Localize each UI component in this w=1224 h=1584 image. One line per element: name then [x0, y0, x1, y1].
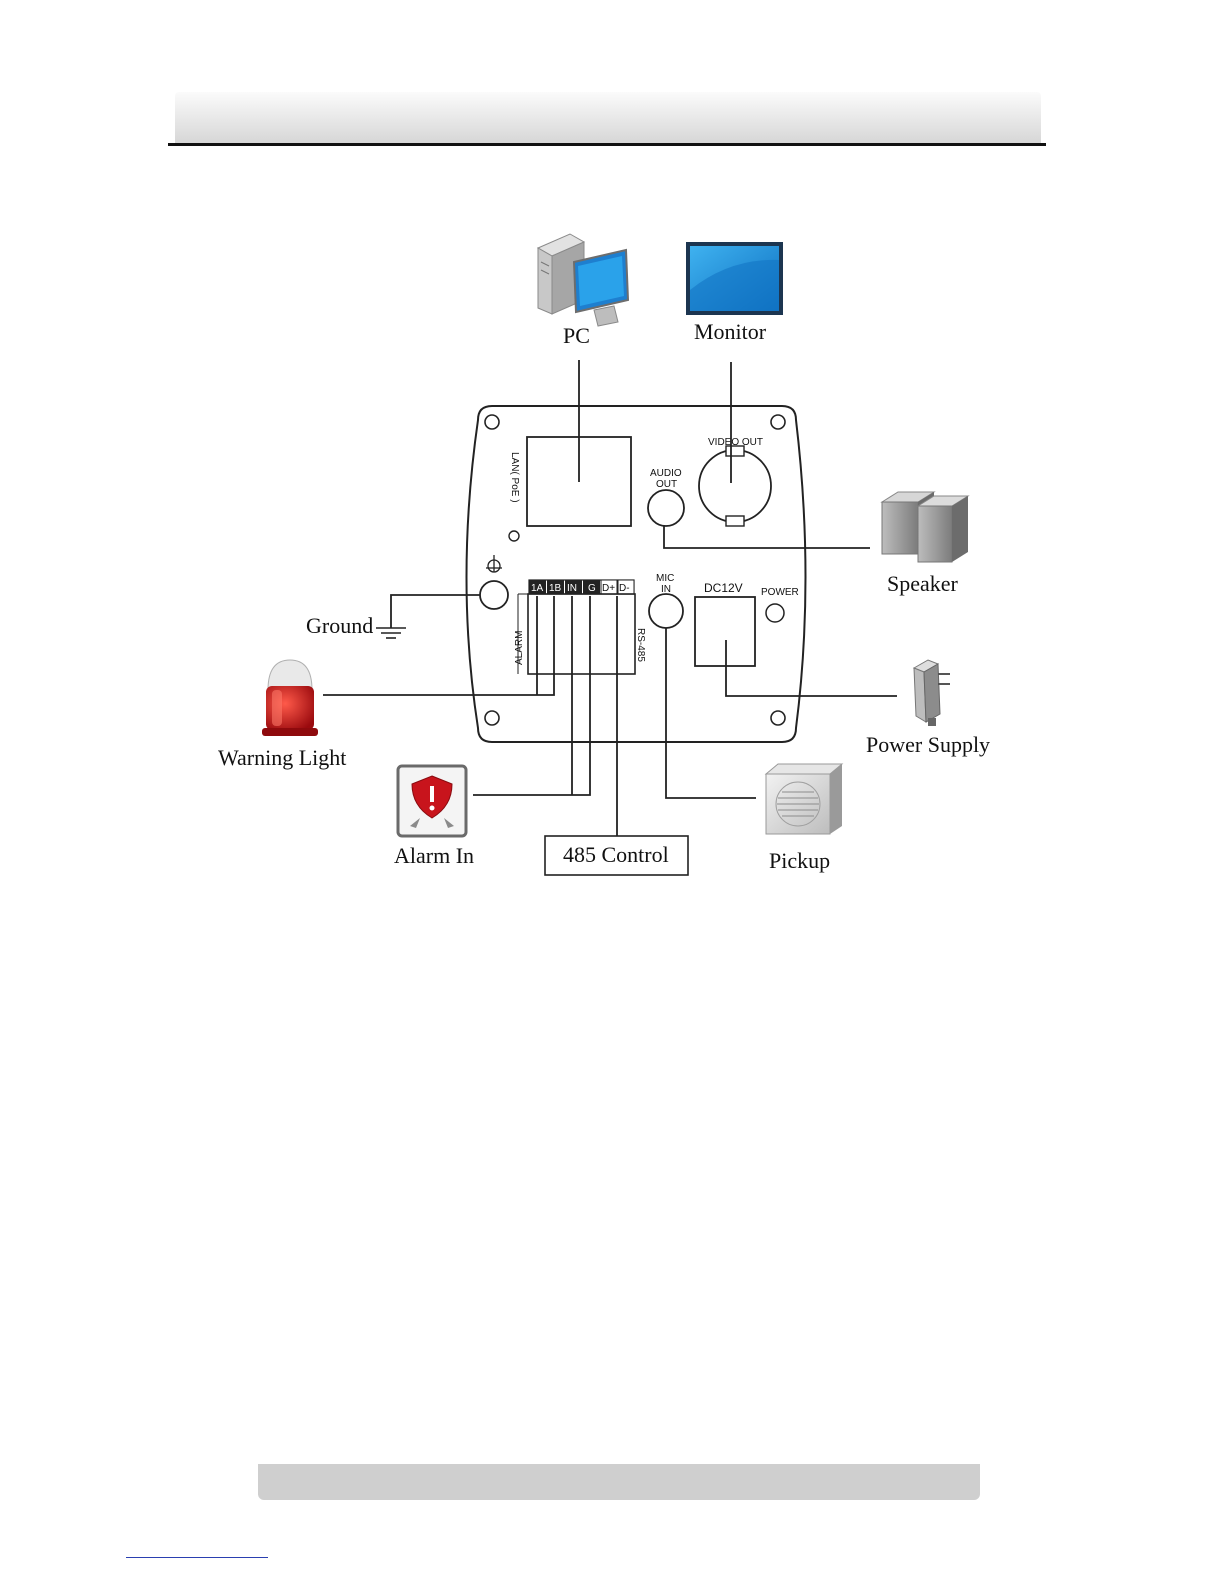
- warning-light-label: Warning Light: [218, 745, 346, 770]
- footer-band: [258, 1464, 980, 1500]
- dc12v-label: DC12V: [704, 581, 743, 595]
- warning-light-icon: [262, 660, 318, 736]
- power-supply-label: Power Supply: [866, 732, 990, 757]
- mic-in-label-1: MIC: [656, 573, 674, 584]
- pc-icon: [538, 234, 628, 326]
- footer-link-underline: [126, 1557, 268, 1558]
- alarm-label: ALARM: [514, 631, 525, 665]
- camera-rear-panel: LAN( PoE ) AUDIO OUT VIDEO OUT 1A 1B: [467, 406, 806, 742]
- terminal-d-plus: D+: [602, 583, 615, 594]
- pc-label: PC: [563, 323, 590, 348]
- power-label: POWER: [761, 587, 799, 598]
- 485-control-label: 485 Control: [563, 842, 669, 867]
- pickup-icon: [766, 764, 842, 834]
- speaker-icon: [882, 492, 968, 562]
- monitor-icon: [686, 242, 783, 315]
- terminal-in: IN: [567, 583, 577, 594]
- power-supply-icon: [914, 660, 950, 726]
- audio-out-label-2: OUT: [656, 479, 677, 490]
- alarm-in-label: Alarm In: [394, 843, 474, 868]
- lan-port-label: LAN( PoE ): [509, 452, 520, 503]
- audio-out-label-1: AUDIO: [650, 468, 682, 479]
- pickup-label: Pickup: [769, 848, 830, 873]
- speaker-label: Speaker: [887, 571, 959, 596]
- monitor-label: Monitor: [694, 319, 767, 344]
- earth-ground-icon: [376, 628, 406, 638]
- rs485-label: RS-485: [635, 628, 646, 662]
- terminal-1a: 1A: [531, 583, 544, 594]
- alarm-in-icon: [398, 766, 466, 836]
- terminal-1b: 1B: [549, 583, 562, 594]
- terminal-d-minus: D-: [619, 583, 630, 594]
- ground-label: Ground: [306, 613, 373, 638]
- terminal-g: G: [588, 583, 596, 594]
